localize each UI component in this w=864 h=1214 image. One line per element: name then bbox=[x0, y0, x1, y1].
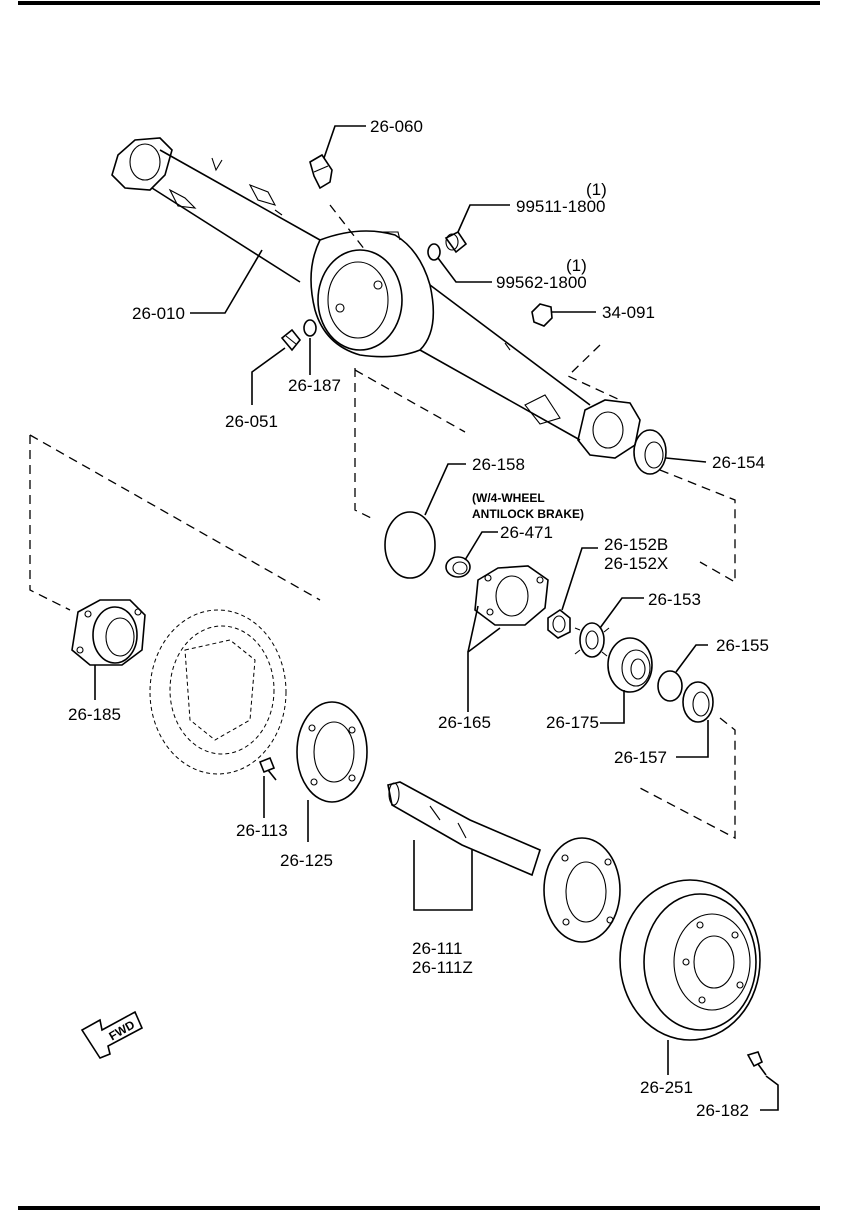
spacer-ring bbox=[657, 670, 683, 702]
label-26-175: 26-175 bbox=[546, 713, 599, 732]
fill-plug bbox=[444, 230, 468, 254]
axle-oil-seal bbox=[633, 429, 667, 475]
o-ring bbox=[384, 511, 436, 579]
brake-drum bbox=[619, 879, 761, 1041]
label-26-165: 26-165 bbox=[438, 713, 491, 732]
forward-direction-arrow: FWD bbox=[80, 1010, 144, 1059]
wheel-bearing bbox=[607, 637, 653, 693]
label-99562-1800-qty: (1) bbox=[566, 256, 587, 275]
brake-backing-plate bbox=[149, 609, 287, 775]
label-26-158: 26-158 bbox=[472, 455, 525, 474]
hex-nut bbox=[531, 303, 553, 327]
drain-plug bbox=[280, 328, 302, 352]
label-26-111z: 26-111Z bbox=[412, 958, 473, 977]
label-26-155: 26-155 bbox=[716, 636, 769, 655]
label-26-125: 26-125 bbox=[280, 851, 333, 870]
backing-plate-gasket bbox=[296, 701, 368, 803]
label-26-471: 26-471 bbox=[500, 523, 553, 542]
label-26-111: 26-111 bbox=[412, 939, 462, 958]
wheel-stud bbox=[746, 1051, 767, 1076]
axle-housing bbox=[111, 137, 641, 459]
axle-shaft bbox=[387, 781, 621, 943]
label-26-051: 26-051 bbox=[225, 412, 278, 431]
inner-oil-seal bbox=[682, 681, 714, 723]
label-26-152x: 26-152X bbox=[604, 554, 668, 573]
assembly-dashed-lines bbox=[29, 204, 736, 840]
axle-flange bbox=[71, 599, 146, 666]
label-26-060: 26-060 bbox=[370, 117, 423, 136]
label-26-153: 26-153 bbox=[648, 590, 701, 609]
bearing-retainer-plate bbox=[474, 565, 549, 626]
label-26-154: 26-154 bbox=[712, 453, 765, 472]
label-34-091: 34-091 bbox=[602, 303, 655, 322]
leader-lines bbox=[94, 125, 779, 1111]
abs-note-line1: (W/4-WHEEL bbox=[472, 491, 545, 505]
label-26-185: 26-185 bbox=[68, 705, 121, 724]
lock-nut bbox=[547, 609, 571, 639]
label-26-182: 26-182 bbox=[696, 1101, 749, 1120]
label-99562-1800: 99562-1800 bbox=[496, 273, 587, 292]
label-26-010: 26-010 bbox=[132, 304, 185, 323]
backing-plate-bolt bbox=[258, 756, 277, 781]
label-26-187: 26-187 bbox=[288, 376, 341, 395]
drain-gasket bbox=[303, 319, 317, 337]
label-26-157: 26-157 bbox=[614, 748, 667, 767]
breather-plug bbox=[309, 153, 333, 190]
label-26-113: 26-113 bbox=[236, 821, 288, 840]
label-26-152b: 26-152B bbox=[604, 535, 668, 554]
plug-gasket bbox=[427, 243, 441, 261]
abs-note-line2: ANTILOCK BRAKE) bbox=[472, 507, 584, 521]
label-26-251: 26-251 bbox=[640, 1078, 693, 1097]
lock-washer bbox=[574, 622, 610, 658]
abs-sensor-rotor bbox=[445, 556, 471, 578]
part-labels: 26-060 (1) 99511-1800 (1) 99562-1800 34-… bbox=[68, 117, 769, 1120]
label-99511-1800: 99511-1800 bbox=[516, 197, 606, 216]
label-99511-1800-qty: (1) bbox=[586, 180, 607, 199]
